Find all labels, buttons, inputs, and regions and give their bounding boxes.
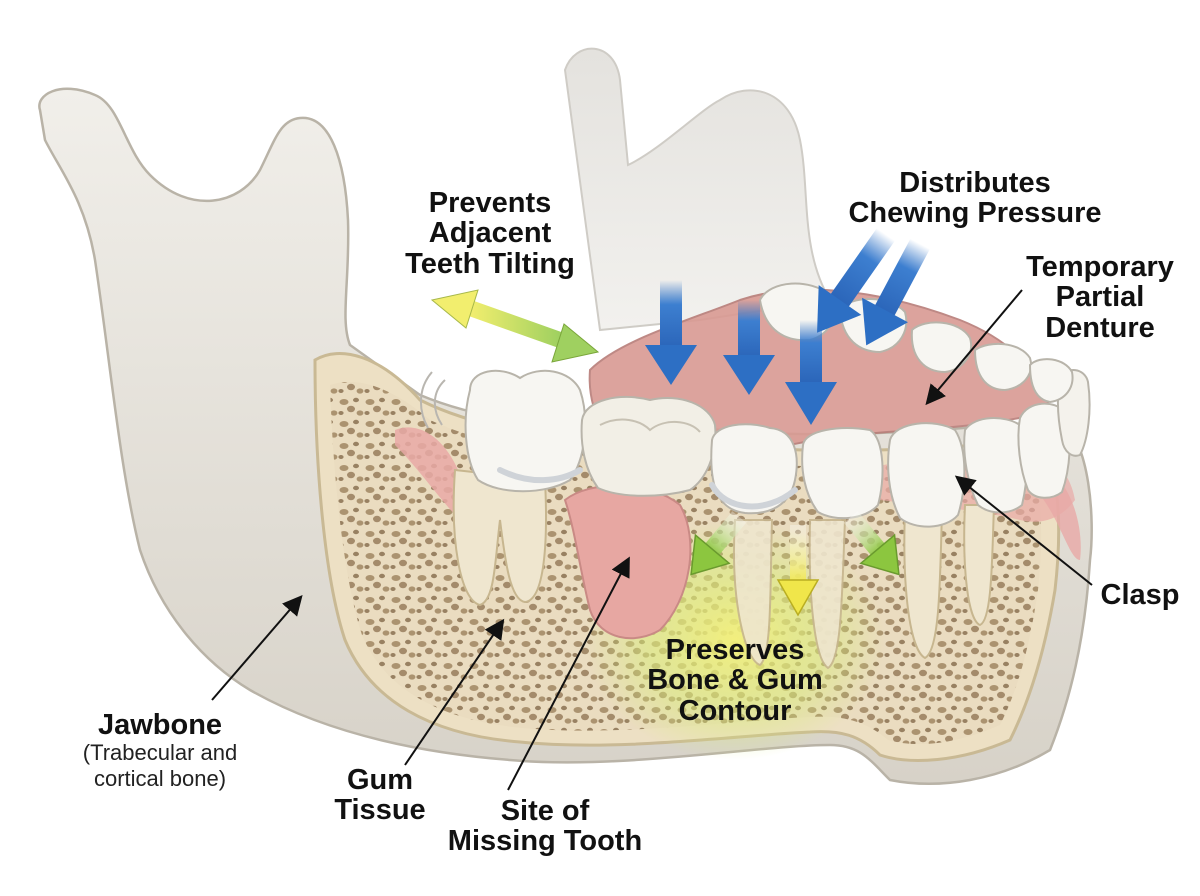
label-missing-line-1: Site of	[500, 795, 590, 827]
upper-tooth-5	[1028, 358, 1074, 404]
label-prevents-line-2: Adjacent	[428, 217, 552, 250]
label-denture-line-3: Denture	[1045, 311, 1155, 344]
molar-clasp	[497, 467, 583, 484]
tilt-arrow	[430, 289, 600, 363]
label-temporary-denture: Temporary Partial Denture	[1020, 251, 1180, 344]
label-distributes-line-1: Distributes	[899, 167, 1051, 199]
front-tooth-4	[1017, 402, 1071, 499]
upper-tooth-3	[910, 321, 973, 374]
spread-arrows	[690, 511, 900, 617]
label-distributes-line-2: Chewing Pressure	[848, 197, 1102, 230]
label-gum-line-2: Tissue	[334, 794, 426, 827]
label-missing-tooth: Site of Missing Tooth	[440, 796, 650, 857]
label-distributes-pressure: Distributes Chewing Pressure	[845, 168, 1105, 229]
label-prevents-line-1: Prevents	[428, 187, 552, 219]
label-preserves-line-2: Bone & Gum	[647, 664, 823, 697]
label-clasp: Clasp	[1090, 579, 1190, 611]
left-molar	[464, 369, 587, 493]
label-gum-line-1: Gum	[346, 764, 414, 796]
label-jawbone-sub-1: (Trabecular and	[82, 740, 238, 766]
premolar	[710, 423, 798, 515]
label-preserves-line-1: Preserves	[665, 634, 805, 666]
label-denture-line-2: Partial	[1055, 281, 1145, 314]
pressure-arrows	[645, 228, 930, 425]
denture-molar	[580, 396, 717, 497]
front-tooth-2	[887, 422, 966, 528]
label-gum-tissue: Gum Tissue	[315, 765, 445, 826]
leader-lines	[211, 289, 1093, 791]
label-jawbone-sub-2: cortical bone)	[93, 765, 227, 791]
front-tooth-1	[801, 427, 884, 520]
label-jawbone: Jawbone (Trabecular and cortical bone)	[60, 710, 260, 791]
molar-roots	[452, 468, 547, 607]
label-prevents-line-3: Teeth Tilting	[405, 247, 575, 280]
label-denture-line-1: Temporary	[1026, 251, 1174, 283]
label-preserves-bone: Preserves Bone & Gum Contour	[645, 634, 825, 727]
motion-lines	[420, 371, 446, 429]
label-preserves-line-3: Contour	[678, 694, 792, 727]
upper-bone	[563, 47, 832, 332]
label-prevents-tilting: Prevents Adjacent Teeth Tilting	[390, 187, 590, 280]
label-missing-line-2: Missing Tooth	[447, 825, 643, 858]
label-clasp-text: Clasp	[1100, 579, 1180, 611]
premolar-clasp	[709, 482, 798, 510]
upper-tooth-4	[973, 342, 1033, 392]
label-jawbone-title: Jawbone	[97, 709, 223, 741]
